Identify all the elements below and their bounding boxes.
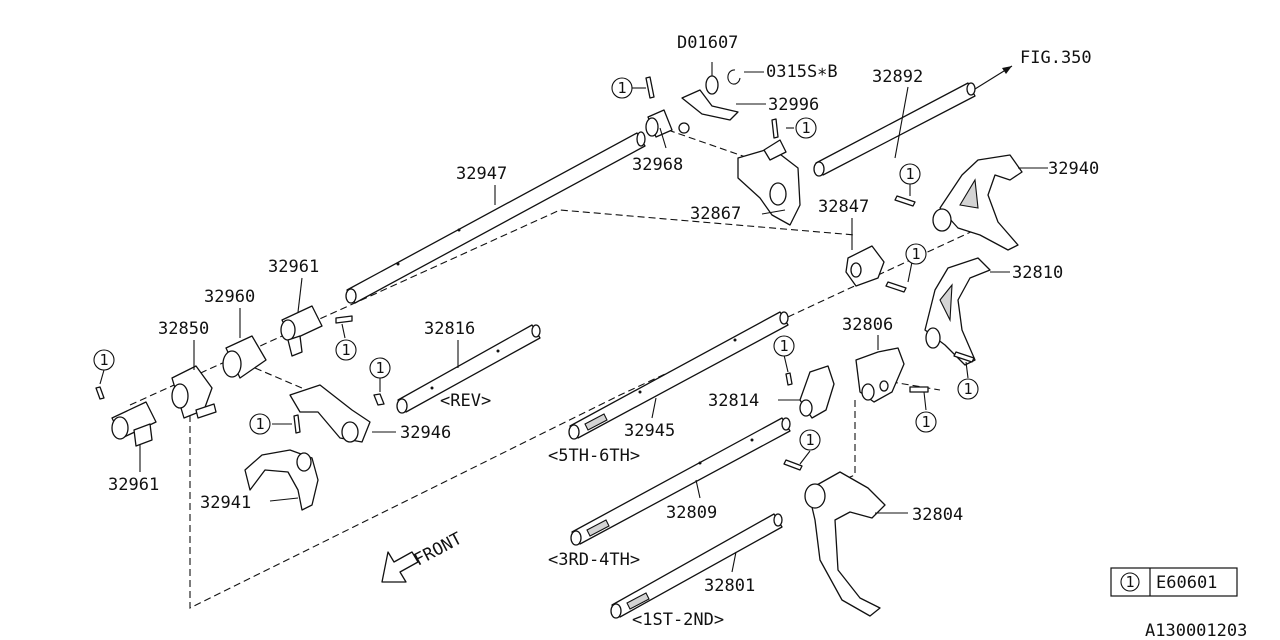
part-32850 xyxy=(171,365,217,419)
label-32945: 32945 xyxy=(624,421,675,441)
fork-32804 xyxy=(804,471,886,617)
label-fig-350[interactable]: FIG.350 xyxy=(1020,48,1092,68)
washer-d01607 xyxy=(705,69,741,95)
label-32961-bottom: 32961 xyxy=(108,475,159,495)
label-32810: 32810 xyxy=(1012,263,1063,283)
svg-text:1: 1 xyxy=(255,415,264,433)
shaft-32816 xyxy=(396,324,541,414)
label-32946: 32946 xyxy=(400,423,451,443)
ref-marker: 1 xyxy=(611,77,633,99)
label-32968: 32968 xyxy=(632,155,683,175)
label-32806: 32806 xyxy=(842,315,893,335)
fork-32940 xyxy=(932,154,1023,251)
svg-text:1: 1 xyxy=(963,380,972,398)
label-32947: 32947 xyxy=(456,164,507,184)
shaft-32945 xyxy=(568,311,789,440)
pins xyxy=(95,76,975,471)
svg-text:1: 1 xyxy=(911,245,920,263)
label-32847: 32847 xyxy=(818,197,869,217)
ref-marker: 1 xyxy=(915,411,937,433)
part-32806 xyxy=(855,347,905,403)
label-32960: 32960 xyxy=(204,287,255,307)
svg-text:1: 1 xyxy=(805,431,814,449)
shaft-32947 xyxy=(345,131,646,304)
legend-box: 1 E60601 xyxy=(1110,567,1238,597)
svg-text:1: 1 xyxy=(905,165,914,183)
ref-marker: 1 xyxy=(93,349,115,371)
shaft-32809 xyxy=(570,417,791,546)
diagram-id: A130001203 xyxy=(1145,621,1247,640)
label-front: FRONT xyxy=(411,529,466,571)
label-32850: 32850 xyxy=(158,319,209,339)
front-arrow-icon xyxy=(381,551,419,583)
label-32940: 32940 xyxy=(1048,159,1099,179)
label-32867: 32867 xyxy=(690,204,741,224)
ref-marker: 1 xyxy=(799,429,821,451)
part-32961-top xyxy=(280,305,323,357)
leader-lines xyxy=(99,62,1048,573)
part-32996 xyxy=(681,89,739,121)
label-32816: 32816 xyxy=(424,319,475,339)
label-d01607: D01607 xyxy=(677,33,738,53)
ref-marker: 1 xyxy=(899,163,921,185)
label-rev: <REV> xyxy=(440,391,491,411)
legend-marker: 1 xyxy=(1125,573,1134,591)
ref-marker: 1 xyxy=(773,335,795,357)
legend-code: E60601 xyxy=(1156,573,1217,593)
label-32996: 32996 xyxy=(768,95,819,115)
svg-text:1: 1 xyxy=(99,351,108,369)
part-labels: 32892 FIG.350 D01607 0315S∗B 32996 32968… xyxy=(108,33,1099,630)
part-32960 xyxy=(222,335,267,379)
ref-marker: 1 xyxy=(369,357,391,379)
svg-text:1: 1 xyxy=(779,337,788,355)
label-0315s-b: 0315S∗B xyxy=(766,62,838,82)
fork-32810 xyxy=(924,257,991,366)
fork-32941 xyxy=(244,449,319,511)
ref-marker: 1 xyxy=(335,339,357,361)
part-32961-bottom xyxy=(111,401,157,447)
label-3rd-4th: <3RD-4TH> xyxy=(548,550,640,570)
label-32892: 32892 xyxy=(872,67,923,87)
label-32809: 32809 xyxy=(666,503,717,523)
svg-text:1: 1 xyxy=(801,119,810,137)
svg-text:1: 1 xyxy=(341,341,350,359)
svg-text:1: 1 xyxy=(617,79,626,97)
part-32968 xyxy=(645,109,690,138)
shaft-32892 xyxy=(813,65,1013,177)
shaft-32801 xyxy=(610,513,783,619)
label-1st-2nd: <1ST-2ND> xyxy=(632,610,724,630)
label-32961-top: 32961 xyxy=(268,257,319,277)
ref-marker: 1 xyxy=(957,378,979,400)
part-32814 xyxy=(799,365,835,419)
label-32801: 32801 xyxy=(704,576,755,596)
label-5th-6th: <5TH-6TH> xyxy=(548,446,640,466)
label-32941: 32941 xyxy=(200,493,251,513)
svg-text:1: 1 xyxy=(921,413,930,431)
ref-marker: 1 xyxy=(795,117,817,139)
part-32867 xyxy=(737,139,801,226)
label-32804: 32804 xyxy=(912,505,963,525)
ref-marker: 1 xyxy=(905,243,927,265)
front-indicator: FRONT xyxy=(381,529,466,583)
ref-markers: 1 1 1 1 1 1 1 1 1 1 1 1 xyxy=(93,77,979,451)
part-32847 xyxy=(845,245,885,287)
label-32814: 32814 xyxy=(708,391,759,411)
part-32946 xyxy=(289,384,371,443)
ref-marker: 1 xyxy=(249,413,271,435)
svg-text:1: 1 xyxy=(375,359,384,377)
